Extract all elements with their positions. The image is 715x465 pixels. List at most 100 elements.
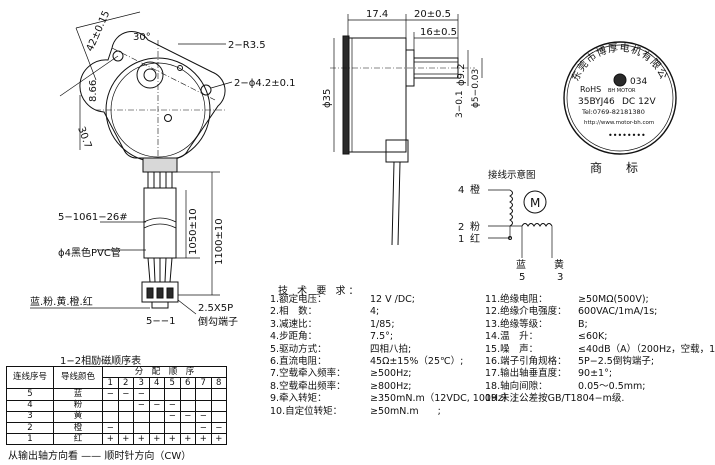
spec-key: 8.空载牵出频率： <box>270 380 346 392</box>
spec-value: 4; <box>370 306 380 318</box>
dim-d35: ϕ35 <box>322 89 333 108</box>
spec-value: 5P−2.5倒钩端子; <box>578 356 655 368</box>
row-step-cell: − <box>164 399 181 412</box>
dim-42: 42±0.15 <box>85 9 113 53</box>
motor-symbol <box>523 190 547 214</box>
logo-rohs: RoHS <box>580 85 601 94</box>
spec-row: 9.牵入转矩：≥350mN.m（12VDC, 100Hz）; <box>270 393 516 405</box>
spec-value: ≤40dB（A）（200Hz，空载，10cm）; <box>578 343 715 355</box>
row-step-cell: + <box>117 433 134 446</box>
step-header: 7 <box>195 377 212 390</box>
wire-exit-block <box>142 157 178 173</box>
spec-key: 19.未注公差按GB/T1804−m级. <box>485 393 625 405</box>
spec-key: 10.自定位转矩： <box>270 405 343 417</box>
spec-row: 2.相 数： 4; <box>270 306 516 318</box>
spec-row: 3.减速比：1/85; <box>270 319 516 331</box>
wire-boss <box>385 139 409 163</box>
step-header: 6 <box>179 377 196 390</box>
mounting-hole-right <box>200 84 212 96</box>
spec-key: 7.空载牵入频率： <box>270 368 346 380</box>
wire-1-no: 1 <box>458 234 464 245</box>
row-wire-color: 红 <box>53 433 103 446</box>
row-wire-no: 2 <box>6 421 54 435</box>
len-1100: 1100±10 <box>214 218 225 265</box>
row-step-cell: − <box>133 388 150 401</box>
coil-horizontal <box>521 223 553 227</box>
spec-key: 3.减速比： <box>270 318 318 330</box>
wiring-title: 接线示意图 <box>488 169 536 181</box>
header-wire-color: 导线颜色 <box>53 365 103 390</box>
row-step-cell <box>102 399 119 412</box>
row-step-cell: − <box>210 421 227 435</box>
front-view: 42±0.15 30° 2−R3.5 2−ϕ4.2±0.1 8.66 30.7 … <box>30 9 296 328</box>
spec-key: 14.温 升： <box>485 331 539 343</box>
spec-key: 17.输出轴垂直度： <box>485 368 567 380</box>
wire-3-color: 黄 <box>554 258 564 271</box>
coil-vertical <box>509 189 513 227</box>
spec-value: 90±1°; <box>578 368 613 380</box>
dim-d92: ϕ9.2 <box>456 64 467 87</box>
spec-key: 2.相 数： <box>270 306 318 318</box>
spec-title: 技 术 要 求： <box>278 286 362 297</box>
spec-value: ≤60K; <box>578 331 608 343</box>
specs-left: 1.额定电压：12 V /DC;2.相 数：4;3.减速比：1/85;4.步距角… <box>270 294 516 418</box>
wire-5-color: 蓝 <box>516 259 526 271</box>
spec-value: ≥800Hz; <box>370 380 412 392</box>
logo-model: 35BYJ46 <box>578 97 615 107</box>
spec-row: 16.端子引角规格：5P−2.5倒钩端子; <box>485 356 715 368</box>
wire-colors: 蓝.粉.黄.橙.红 <box>30 295 93 308</box>
row-wire-color: 橙 <box>53 421 103 435</box>
step-header: 3 <box>133 377 150 390</box>
spec-value: B; <box>578 318 588 330</box>
shaft <box>413 57 459 79</box>
spec-row: 7.空载牵入频率： ≥500Hz; <box>270 368 516 380</box>
wire-3-no: 3 <box>557 272 563 283</box>
wire-4-color: 橙 <box>470 183 480 196</box>
dim-16: 16±0.5 <box>420 27 457 38</box>
len-1050: 1050±10 <box>188 208 199 255</box>
row-step-cell <box>210 399 227 412</box>
spec-value: 12 V /DC; <box>370 294 415 305</box>
spec-key: 4.步距角： <box>270 331 318 343</box>
mounting-hole-left <box>112 50 124 62</box>
spec-row: 15.噪 声：≤40dB（A）（200Hz，空载，10cm）; <box>485 344 715 356</box>
row-step-cell <box>210 410 227 423</box>
spec-key: 18.轴向间隙： <box>485 380 548 392</box>
row-step-cell <box>195 388 212 401</box>
wire-2-color: 粉 <box>470 220 480 233</box>
wiring-diagram: 接线示意图 M 4 橙 2 粉 1 红 蓝 黄 5 3 <box>458 169 564 283</box>
dim-3: 3−0.1 <box>455 90 465 118</box>
side-view: 17.4 20±0.5 16±0.5 ϕ35 ϕ9.2 ϕ5−0.03 3−0.… <box>322 9 483 246</box>
spec-value: ≥350mN.m（12VDC, 100Hz）; <box>370 393 516 405</box>
dim-hole: 2−ϕ4.2±0.1 <box>234 78 296 89</box>
dim-r35: 2−R3.5 <box>228 40 266 51</box>
row-step-cell: − <box>148 399 165 412</box>
rivet-2 <box>177 65 183 71</box>
wire-spec: 5−1061−26# <box>58 212 128 223</box>
row-step-cell <box>210 388 227 401</box>
row-wire-no: 5 <box>6 388 54 401</box>
spec-value: ≥500Hz; <box>370 368 412 380</box>
spec-key: 12.绝缘介电强度： <box>485 306 567 318</box>
row-step-cell: + <box>148 433 165 446</box>
sequence-title: 1−2相励磁顺序表 <box>60 356 142 367</box>
spec-row: 4.步距角：7.5°; <box>270 331 516 343</box>
logo-motor-code: 034 <box>630 77 647 87</box>
dim-20: 20±0.5 <box>414 9 451 20</box>
side-wire <box>391 161 401 246</box>
view-label: 5−−1 <box>146 316 175 327</box>
output-shaft-boss <box>136 61 164 89</box>
connector-type: 倒勾端子 <box>198 315 238 328</box>
logo-emblem <box>613 73 627 87</box>
row-step-cell: + <box>210 433 227 446</box>
row-step-cell <box>133 421 150 435</box>
dim-30-7: 30.7 <box>75 125 93 150</box>
row-step-cell: + <box>164 433 181 446</box>
row-wire-color: 蓝 <box>53 388 103 401</box>
spec-row: 14.温 升： ≤60K; <box>485 331 715 343</box>
